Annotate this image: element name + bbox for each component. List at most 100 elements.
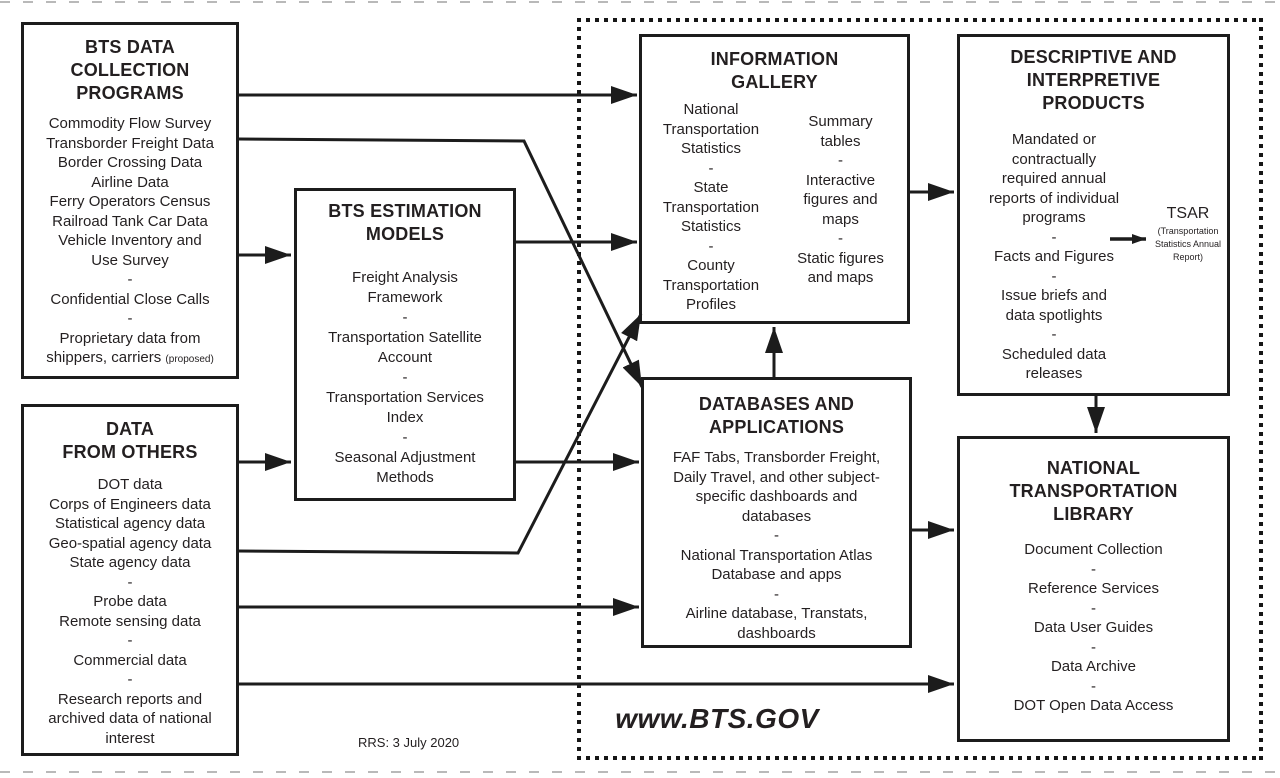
title-line: DESCRIPTIVE AND	[1010, 47, 1177, 67]
title-line: DATABASES AND	[698, 394, 855, 414]
body-line: Geo-spatial agency data	[48, 534, 212, 552]
body-line: -	[402, 429, 408, 446]
body-line: County	[687, 257, 735, 274]
body-line: Data User Guides	[1033, 619, 1154, 636]
title-line: LIBRARY	[1053, 504, 1134, 524]
body-line: -	[1051, 326, 1057, 343]
body-line: archived data of national	[48, 710, 212, 727]
body-line: releases	[1025, 365, 1083, 382]
body-line: Probe data	[93, 593, 167, 610]
body-line: required annual	[1001, 170, 1107, 187]
body-line: Vehicle Inventory and	[58, 232, 202, 249]
title-line: PROGRAMS	[76, 83, 184, 103]
box-body: Document Collection-Reference Services-D…	[960, 540, 1227, 716]
body-line: shippers, carriers (proposed)	[46, 349, 214, 366]
box-body: FAF Tabs, Transborder Freight,Daily Trav…	[644, 448, 909, 643]
body-line: Corps of Engineers data	[49, 495, 211, 513]
body-line: dashboards	[737, 624, 816, 642]
body-line: Database and apps	[711, 566, 842, 583]
boundary-right	[1259, 18, 1263, 760]
body-line: data spotlights	[1005, 306, 1103, 324]
body-line: databases	[741, 507, 812, 525]
body-line: -	[127, 271, 133, 288]
body-line: Scheduled data	[1001, 345, 1107, 363]
body-line: Transborder Freight Data	[46, 134, 214, 152]
body-line: Seasonal Adjustment	[334, 449, 476, 466]
body-line: National	[683, 101, 739, 118]
arrow-others-to-gallery	[237, 313, 643, 555]
body-line: -	[1091, 677, 1096, 695]
title-line: BTS DATA	[85, 37, 175, 57]
tsar-label: TSAR	[1166, 205, 1210, 222]
boundary-top	[577, 18, 1263, 22]
box-national-transportation-library: NATIONAL TRANSPORTATION LIBRARY Document C…	[957, 436, 1230, 742]
title-line: NATIONAL	[1046, 458, 1141, 478]
body-line: programs	[1022, 209, 1086, 226]
body-line: -	[127, 310, 133, 327]
body-line: Freight Analysis	[352, 269, 458, 286]
title-line: FROM OTHERS	[62, 442, 198, 462]
title-line: BTS ESTIMATION	[328, 201, 482, 221]
body-line: -	[774, 585, 779, 603]
body-line: -	[1051, 228, 1057, 246]
small-note: (proposed)	[165, 354, 214, 365]
body-line: Account	[377, 349, 433, 366]
body-line: Transportation Services	[326, 389, 484, 406]
body-line: -	[838, 152, 843, 169]
body-line: Airline database, Transtats,	[685, 605, 868, 622]
body-line: -	[1091, 638, 1096, 656]
body-line: Profiles	[685, 296, 737, 313]
body-line: Confidential Close Calls	[50, 290, 210, 308]
body-line: Remote sensing data	[59, 612, 201, 630]
body-line: tables	[820, 132, 861, 150]
body-line: Transportation	[662, 120, 760, 138]
body-line: Framework	[367, 289, 443, 306]
body-line: Transportation Satellite	[328, 329, 482, 346]
body-line: Document Collection	[1024, 541, 1163, 558]
title-line: INTERPRETIVE	[1026, 70, 1161, 90]
body-line: -	[1091, 560, 1096, 578]
box-title: BTS DATA COLLECTION PROGRAMS	[24, 36, 236, 105]
body-line: Issue briefs and	[1001, 287, 1107, 304]
body-line: interest	[105, 729, 155, 747]
body-line: Research reports and	[57, 690, 203, 708]
body-line: Transportation	[662, 198, 760, 216]
body-line: Mandated or	[1011, 131, 1097, 148]
body-line: Interactive	[805, 171, 876, 189]
body-line: -	[774, 527, 779, 544]
title-line: TRANSPORTATION	[1009, 481, 1178, 501]
body-line: National Transportation Atlas	[680, 546, 873, 564]
body-line: -	[402, 309, 408, 326]
revision-note: RRS: 3 July 2020	[358, 735, 460, 750]
body-line: Transportation	[662, 276, 760, 294]
body-line: DOT Open Data Access	[1013, 697, 1174, 714]
title-line: GALLERY	[731, 72, 818, 92]
body-line: -	[1051, 267, 1057, 285]
tsar-subtext: (Transportation Statistics Annual Report…	[1154, 226, 1222, 262]
title-line: DATA	[105, 419, 155, 439]
body-line: Airline Data	[91, 173, 169, 191]
body-line: -	[127, 573, 133, 591]
box-body: Mandated or contractually required annual r…	[970, 130, 1138, 384]
body-line: -	[127, 671, 133, 688]
body-line: Proprietary data from	[59, 329, 201, 347]
title-line: COLLECTION	[70, 60, 190, 80]
body-line: Commodity Flow Survey	[48, 115, 212, 132]
box-title: DATA FROM OTHERS	[24, 418, 236, 464]
body-line: Commercial data	[73, 651, 187, 669]
body-line: Static figures	[797, 249, 884, 267]
body-line: Statistics	[680, 140, 741, 157]
body-line: State	[693, 179, 729, 196]
body-line: contractually	[1011, 150, 1097, 168]
body-line: Statistics	[680, 218, 741, 235]
